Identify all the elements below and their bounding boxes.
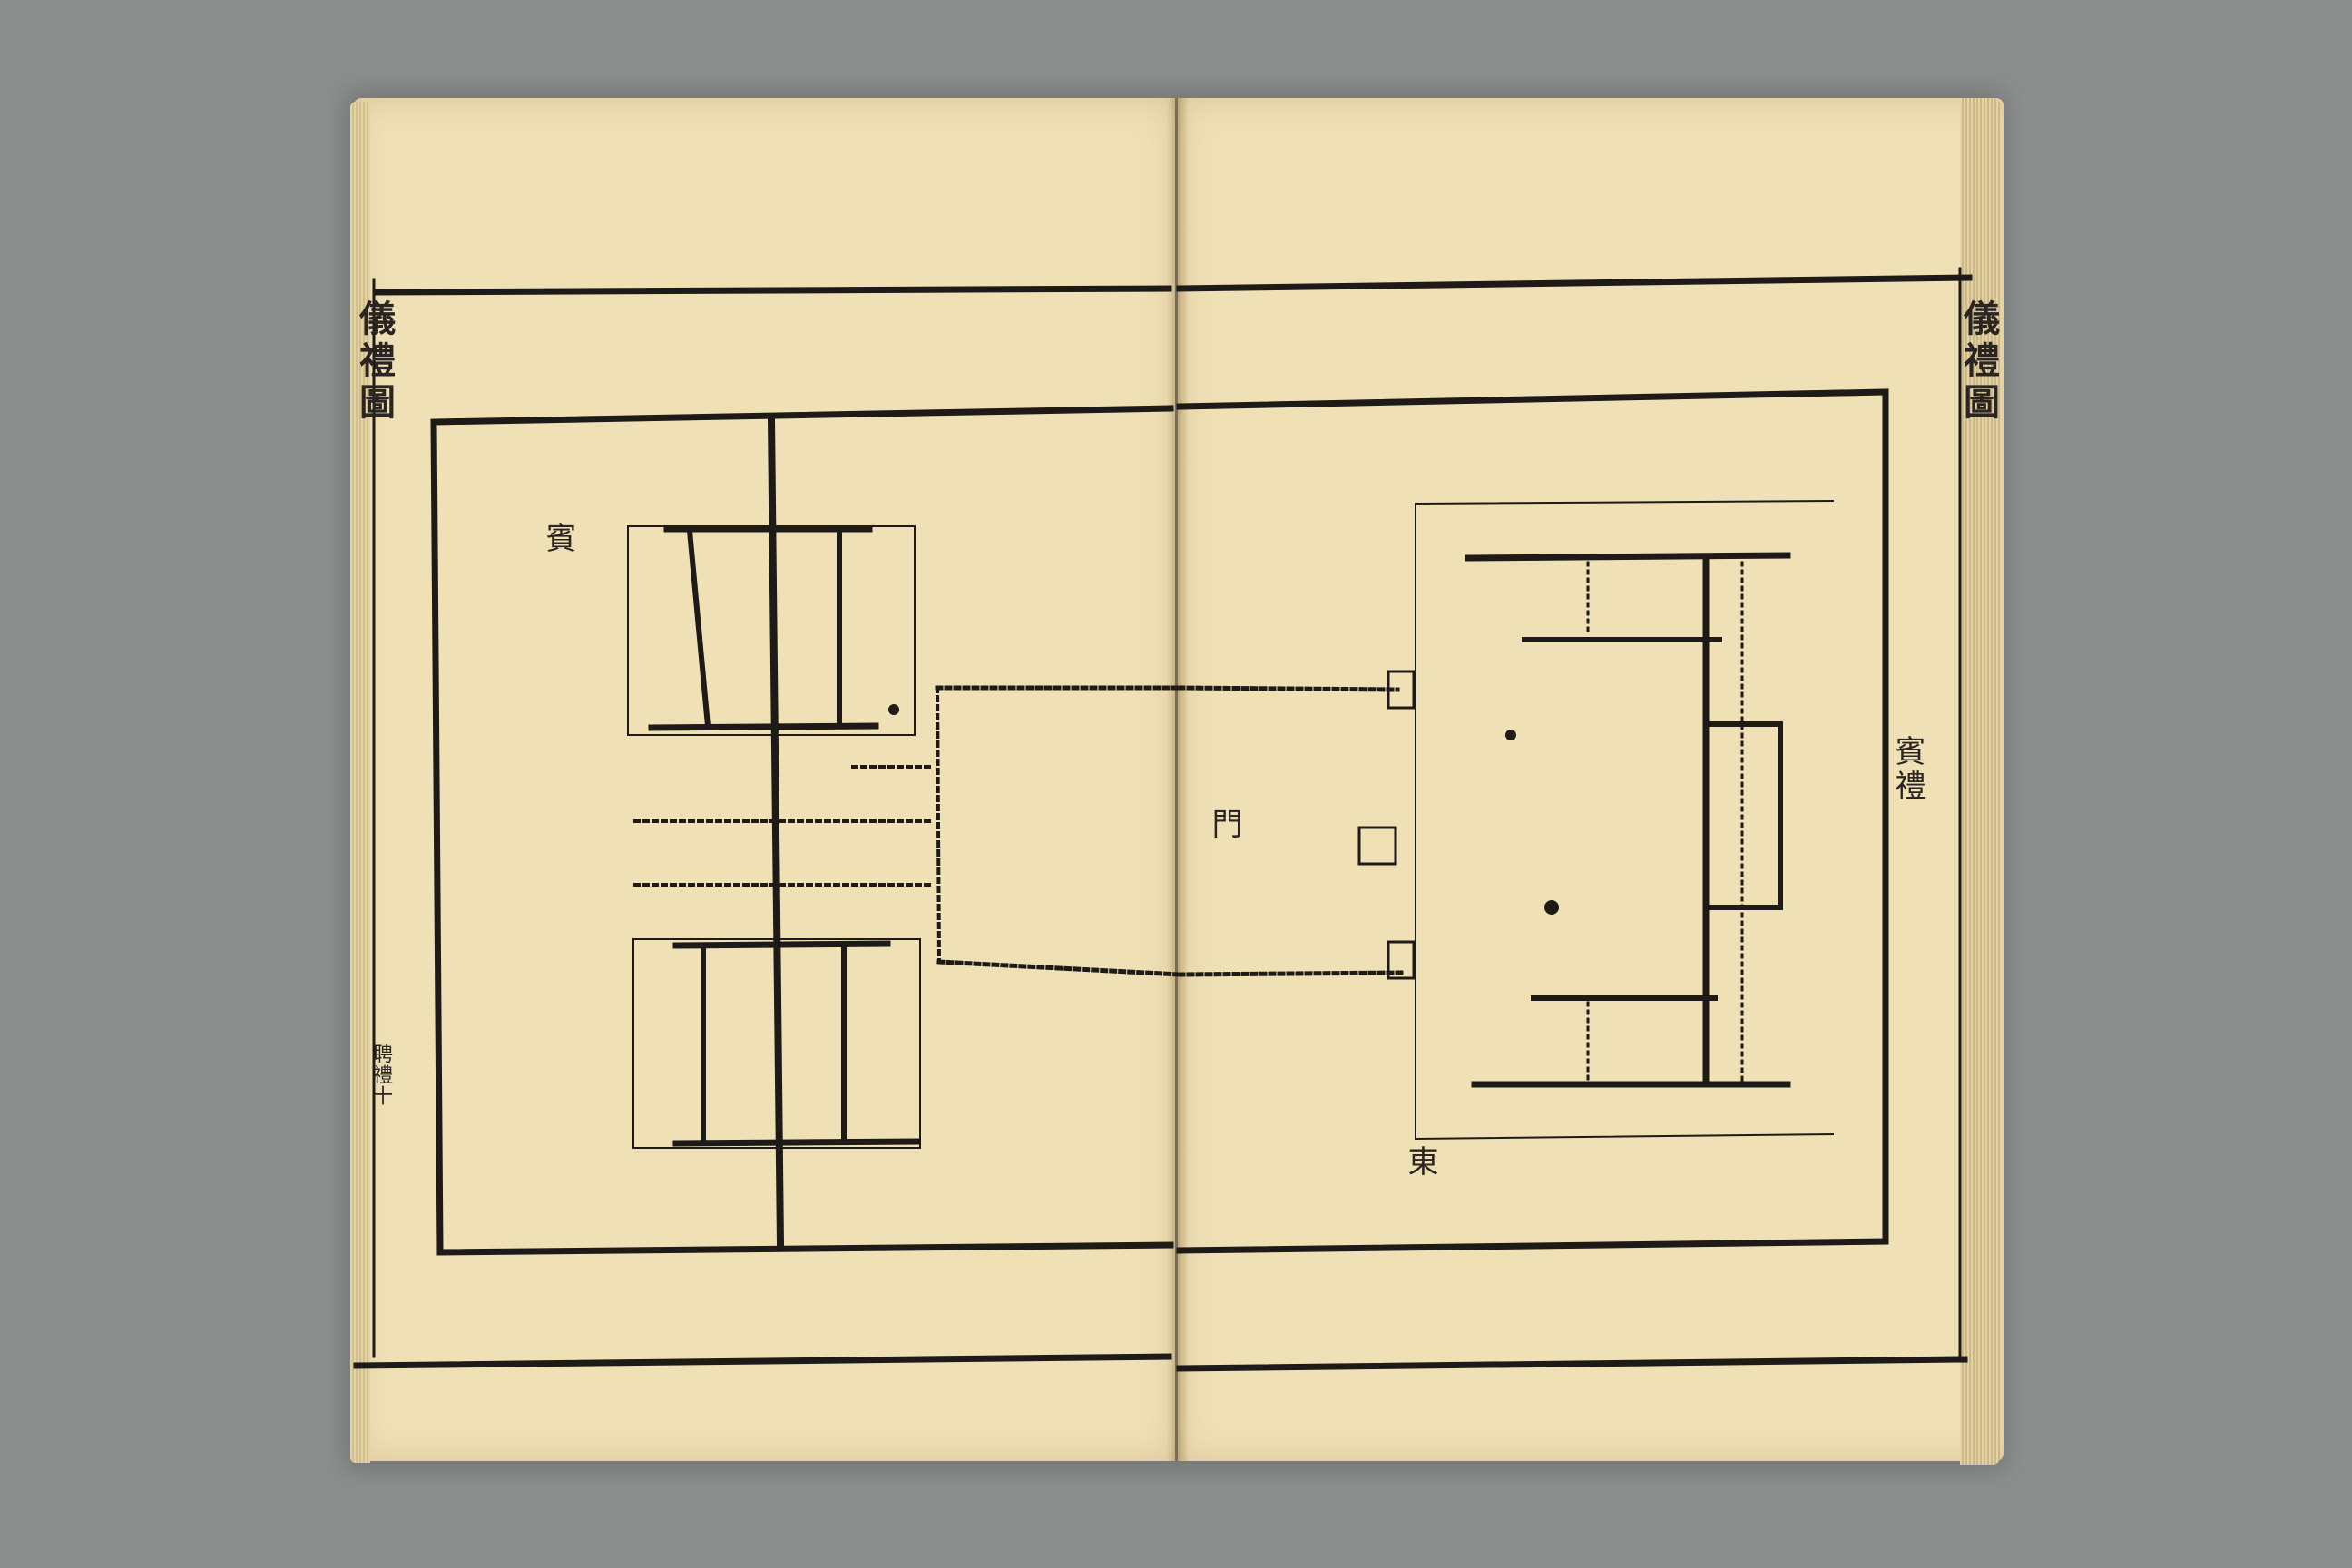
left-page <box>354 98 1175 1461</box>
ink-dot <box>888 704 899 715</box>
ink-dot <box>1544 900 1559 915</box>
left-margin-title: 儀禮圖 <box>353 299 396 425</box>
left-inner-frame <box>430 405 1174 1256</box>
left-bottom-border-line <box>353 1353 1172 1369</box>
center-axis-line <box>767 415 785 1250</box>
right-top-border-line <box>1176 274 1973 292</box>
left-page-edges <box>350 102 370 1463</box>
folio-label: 聘禮十 <box>369 1044 392 1106</box>
lower-hall-outline <box>632 938 921 1149</box>
gate-symbol <box>1357 826 1397 866</box>
right-bottom-border-line <box>1176 1356 1968 1372</box>
right-inner-frame <box>1176 388 1889 1254</box>
dotted-route-lower <box>936 959 1182 977</box>
east-label: 東 <box>1402 1145 1438 1180</box>
guest-label: 賓 <box>540 522 576 556</box>
right-courtyard-outline <box>1415 499 1835 1141</box>
ink-dot <box>1505 730 1516 740</box>
right-page <box>1178 98 2004 1461</box>
right-page-edges <box>1960 98 2000 1465</box>
section-title: 賓禮 <box>1889 735 1926 804</box>
book-gutter <box>1167 98 1189 1461</box>
left-top-border-line <box>373 285 1172 296</box>
door-label: 門 <box>1206 808 1242 842</box>
right-margin-title: 儀禮圖 <box>1957 299 2000 425</box>
